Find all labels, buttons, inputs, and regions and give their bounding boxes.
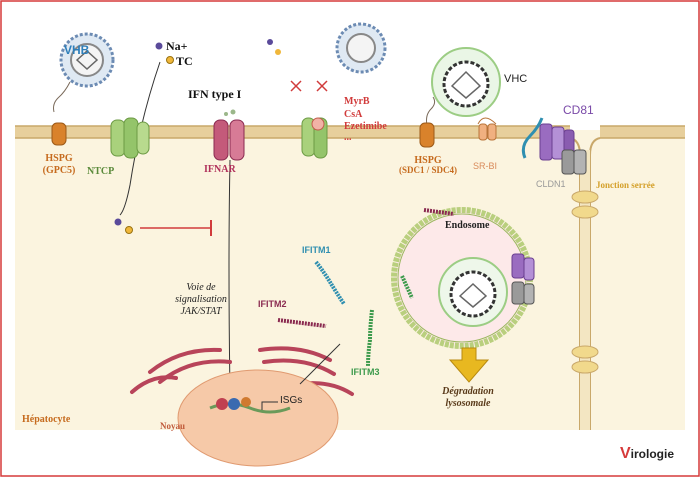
cytoplasm — [15, 130, 685, 430]
label-csa: CsA — [344, 109, 363, 120]
label-gpc5: (GPC5) — [42, 165, 76, 176]
isgs-to-ifitm-arrow — [299, 343, 341, 385]
label-voie2: signalisation — [175, 294, 227, 305]
label-voie1: Voie de — [186, 282, 216, 293]
ifitm-in-endosome — [423, 208, 455, 216]
sodium-ion-inside-icon — [114, 218, 122, 226]
cldn1-receptor — [561, 149, 587, 175]
ifitm1-protein — [314, 260, 346, 306]
irf9-icon — [241, 397, 251, 407]
label-cd81: CD81 — [563, 103, 594, 117]
label-vhc: VHC — [504, 73, 528, 85]
sodium-ion-icon — [155, 42, 163, 50]
taurocholate-icon — [166, 56, 174, 64]
label-cldn1: CLDN1 — [536, 179, 566, 189]
ntcp-blocked — [301, 117, 328, 159]
taurocholate-inside-icon — [125, 226, 133, 234]
na-small-icon — [267, 39, 273, 45]
isgs-arrow — [261, 401, 278, 410]
label-ntcp: NTCP — [87, 166, 115, 177]
label-noyau: Noyau — [160, 421, 186, 431]
tight-junction-2 — [571, 205, 599, 219]
cd81-helix — [521, 117, 544, 159]
label-ellipsis: ... — [344, 132, 352, 143]
plasma-membrane-right — [600, 126, 685, 138]
stat1-icon — [216, 398, 228, 410]
label-hspg-right: HSPG — [414, 155, 442, 166]
jak-stat-arrow — [228, 159, 231, 393]
nucleus — [177, 369, 339, 467]
label-lysosomale: lysosomale — [445, 398, 491, 409]
ntcp-transporter — [110, 117, 150, 159]
hcv-virion-icon — [431, 47, 501, 117]
degradation-arrow-icon — [448, 347, 490, 383]
ifnar-receptor — [213, 119, 245, 161]
label-degradation: Dégradation — [442, 386, 494, 397]
label-vhb: VHB — [64, 43, 90, 57]
virologie-logo: Virologie — [620, 445, 674, 463]
label-voie3: JAK/STAT — [180, 306, 222, 317]
hspg-sdc-receptor — [419, 122, 435, 148]
logo-v: V — [620, 445, 631, 462]
label-tc: TC — [176, 54, 193, 68]
endosome — [391, 207, 535, 349]
inhibitor-cross-2-icon — [316, 80, 328, 92]
tight-junction-4 — [571, 360, 599, 374]
label-ifnar: IFNAR — [204, 164, 236, 175]
label-jonction: Jonction serrée — [596, 180, 655, 190]
label-isgs: ISGs — [280, 395, 303, 406]
tight-junction-1 — [571, 190, 599, 204]
hspg-gpc5-receptor — [51, 122, 67, 146]
label-myrb: MyrB — [344, 96, 370, 107]
hbv-virion-icon — [59, 32, 115, 88]
endoplasmic-reticulum — [130, 346, 354, 396]
transport-arrow — [119, 61, 161, 216]
ifn-molecule-icon — [230, 109, 236, 115]
label-ifitm1: IFITM1 — [302, 245, 331, 255]
ifitm3-in-endosome — [400, 275, 414, 299]
hbv-blocked-virion-icon — [335, 22, 387, 74]
label-ezetimibe: Ezetimibe — [344, 121, 387, 132]
tight-junction-3 — [571, 345, 599, 359]
label-sdc: (SDC1 / SDC4) — [398, 165, 457, 175]
label-srbi: SR-BI — [473, 161, 498, 171]
logo-rest: irologie — [630, 447, 675, 461]
label-na: Na+ — [166, 39, 188, 53]
label-hspg-left: HSPG — [45, 153, 73, 164]
stat2-icon — [228, 398, 240, 410]
srbi-receptor — [477, 117, 497, 141]
label-ifitm3: IFITM3 — [351, 367, 380, 377]
label-hepatocyte: Hépatocyte — [22, 414, 71, 425]
inhibitor-cross-1-icon — [290, 80, 302, 92]
label-ifn: IFN type I — [188, 87, 242, 101]
label-endosome: Endosome — [445, 220, 490, 231]
label-ifitm2: IFITM2 — [258, 299, 287, 309]
ifitm2-protein — [277, 318, 327, 328]
ifitm3-protein — [366, 309, 374, 367]
